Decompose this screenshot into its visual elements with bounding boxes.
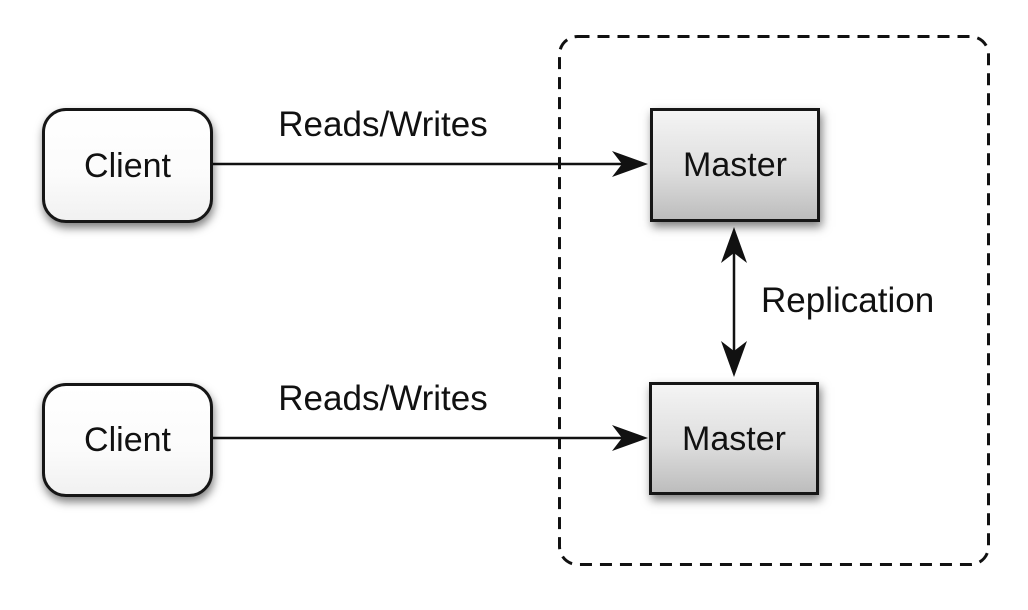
reads-writes-label-top: Reads/Writes: [278, 105, 488, 144]
client-node-bottom: Client: [42, 383, 213, 497]
client-node-top-label: Client: [84, 146, 171, 185]
arrowhead-right-icon: [612, 151, 648, 177]
master-node-bottom: Master: [649, 382, 819, 495]
replication-arrow: [721, 227, 747, 377]
client-node-top: Client: [42, 108, 213, 223]
master-node-bottom-label: Master: [682, 419, 786, 458]
master-node-top: Master: [650, 108, 820, 222]
replication-label: Replication: [761, 281, 935, 320]
replication-group-border: [558, 35, 990, 566]
arrowhead-down-icon: [721, 341, 747, 377]
client-node-bottom-label: Client: [84, 421, 171, 459]
reads-writes-arrow-top: [213, 151, 648, 177]
arrowhead-right-icon: [612, 425, 648, 451]
reads-writes-label-bottom: Reads/Writes: [278, 379, 488, 418]
reads-writes-arrow-bottom: [213, 425, 648, 451]
arrowhead-up-icon: [721, 227, 747, 263]
master-node-top-label: Master: [683, 146, 787, 184]
